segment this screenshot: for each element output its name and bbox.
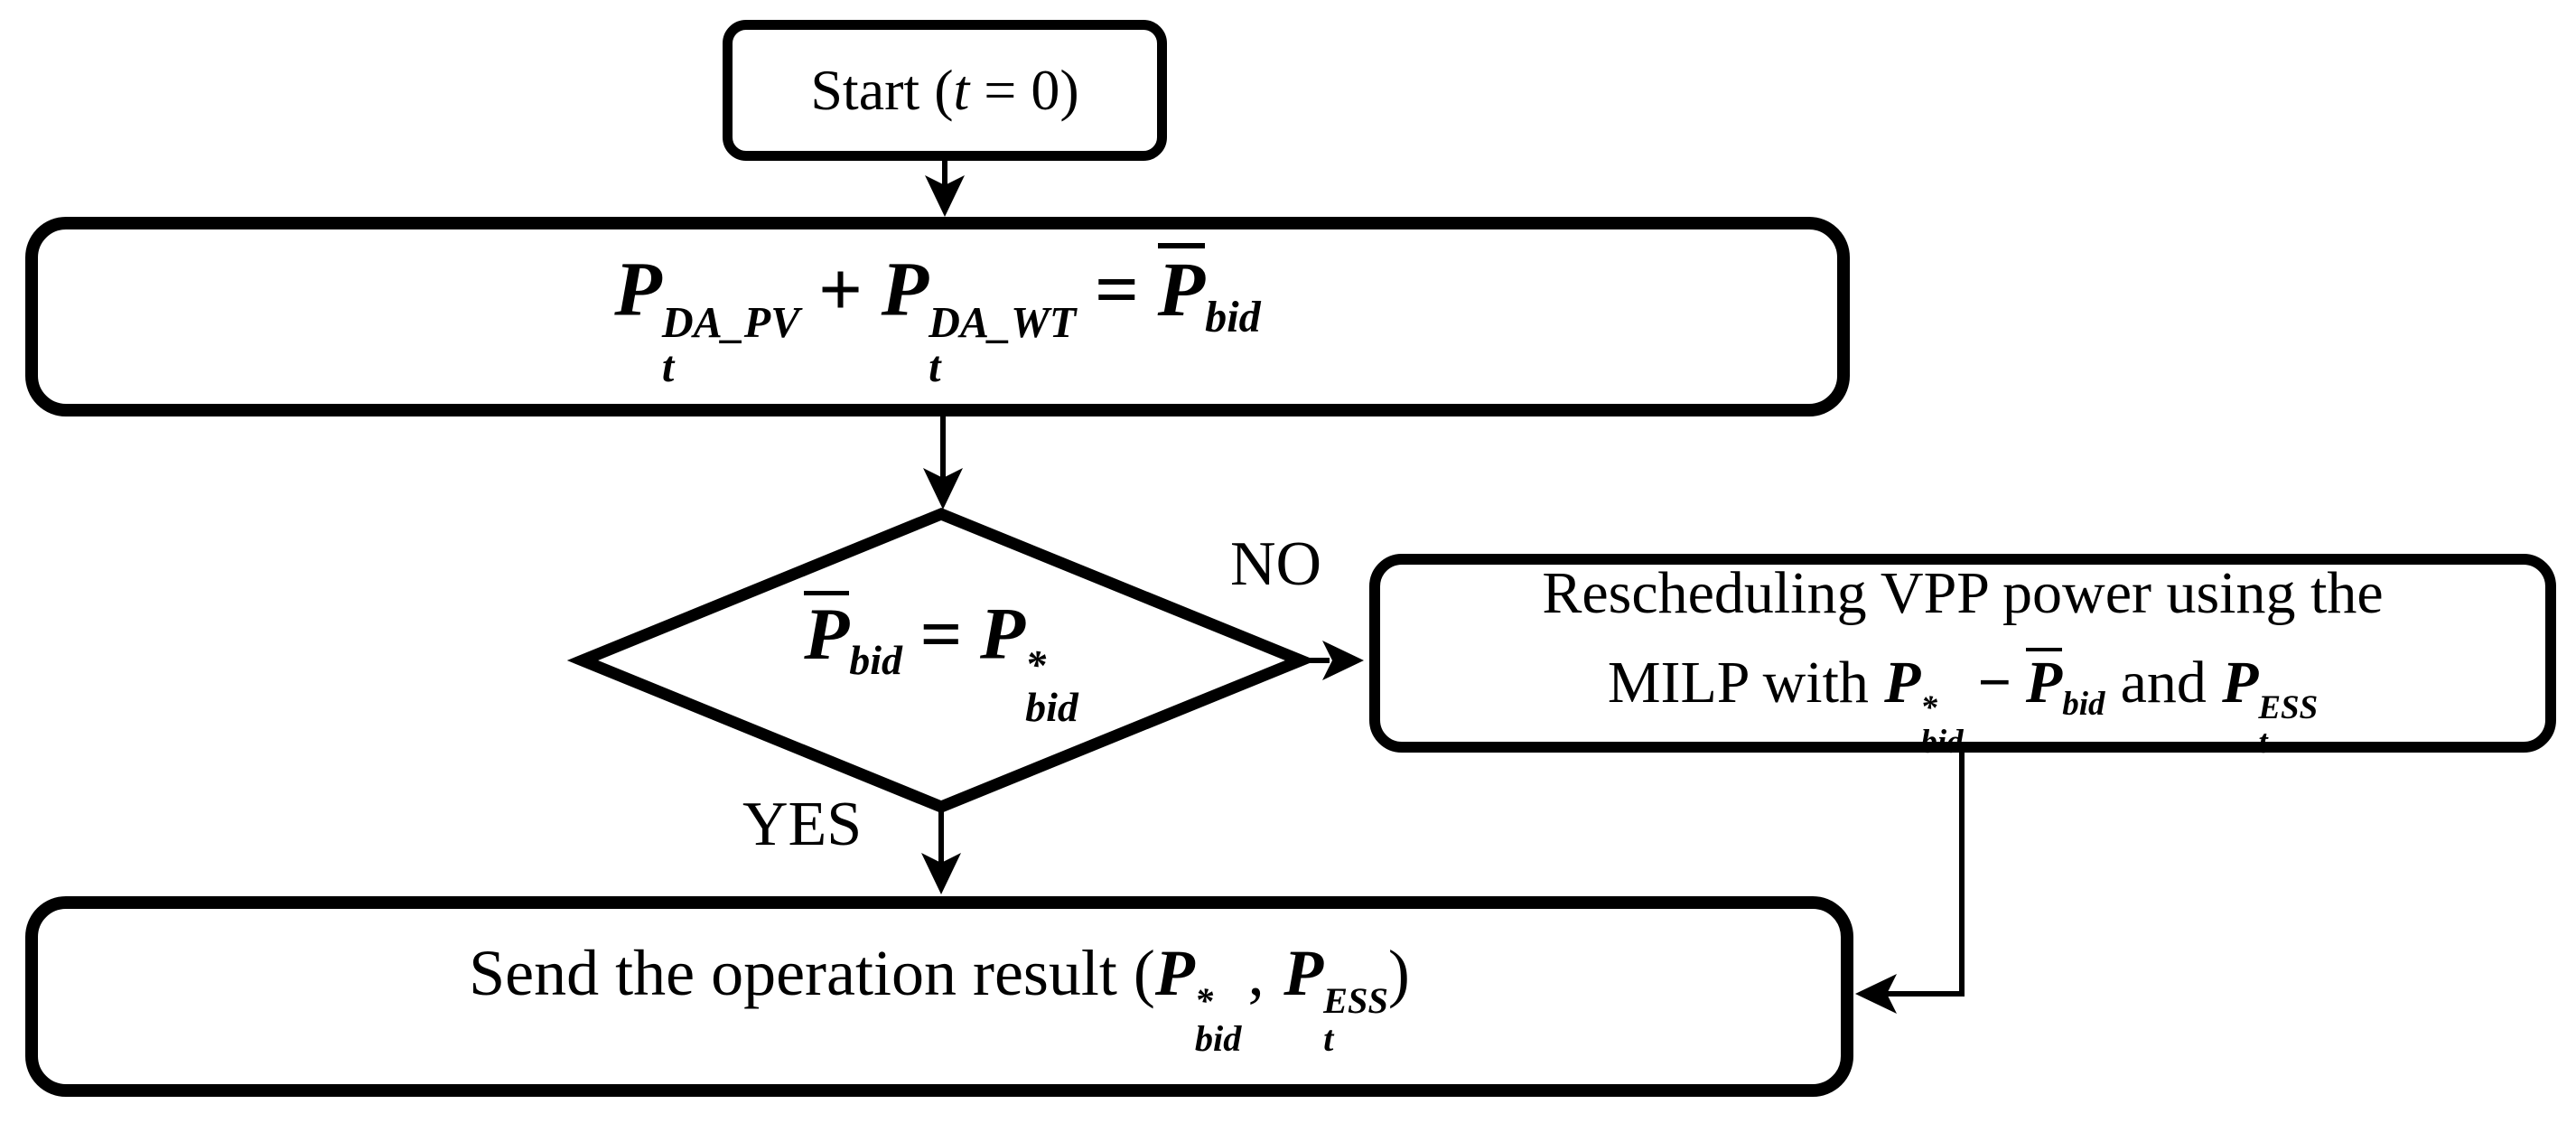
reschedule-line1: Rescheduling VPP power using the [1542, 548, 2383, 638]
math-sub: t [1323, 1017, 1334, 1059]
arrowhead-decision-yes [921, 853, 961, 894]
math-var-pbar: P [2025, 648, 2063, 716]
math-sup: * [1920, 688, 1937, 726]
equals-operator: = [919, 592, 963, 675]
math-sub: t [2258, 722, 2268, 760]
math-var-pbar: P [1157, 243, 1206, 328]
math-sub: bid [2062, 684, 2105, 722]
math-sup: ESS [1323, 980, 1388, 1022]
yes-branch-label: YES [742, 790, 863, 859]
math-scripts: *bid [1920, 690, 1963, 758]
math-var-p: P [614, 246, 662, 333]
math-scripts: *bid [1195, 982, 1242, 1056]
math-scripts: *bid [1025, 644, 1078, 729]
math-sub: bid [1025, 684, 1078, 731]
math-var-p: P [1154, 937, 1195, 1010]
math-sub: bid [1194, 1017, 1242, 1059]
math-sub: t [929, 343, 941, 392]
equals-operator: = [1094, 246, 1139, 333]
text-run: Send the operation result ( [469, 937, 1155, 1010]
arrowhead-decision-no [1322, 641, 1364, 680]
math-var-p: P [1884, 649, 1921, 716]
math-var-p: P [980, 592, 1026, 675]
math-sup: DA_PV [661, 299, 800, 348]
math-sup: * [1025, 641, 1047, 688]
text-run: = 0) [969, 58, 1079, 122]
math-sup: ESS [2258, 688, 2319, 726]
minus-operator: − [1977, 649, 2012, 716]
text-run: and [2120, 649, 2207, 716]
start-box: Start (t = 0) [723, 20, 1167, 161]
math-sub: bid [849, 636, 902, 683]
comma-separator: , [1247, 937, 1265, 1010]
math-var-p: P [1283, 937, 1324, 1010]
text-run: Rescheduling VPP power using the [1542, 559, 2384, 626]
arrowhead-bid-to-decision [923, 468, 963, 510]
math-sup: DA_WT [929, 299, 1077, 348]
text-run: Start ( [810, 58, 954, 122]
math-var-p: P [881, 246, 929, 333]
connector-reschedule-to-send [1866, 753, 1965, 997]
math-var-p: P [2222, 649, 2259, 716]
math-sub: t [661, 343, 675, 392]
text-run: MILP with [1607, 649, 1869, 716]
decision-formula: Pbid=P*bid [670, 567, 1212, 753]
decision-formula-text: Pbid=P*bid [804, 590, 1078, 729]
math-sup: * [1194, 980, 1214, 1022]
start-label: Start (t = 0) [810, 57, 1078, 124]
math-var-t: t [953, 58, 970, 122]
text-run: ) [1387, 937, 1410, 1010]
reschedule-text: Rescheduling VPP power using the MILP wi… [1542, 548, 2383, 759]
math-var-pbar: P [804, 590, 850, 675]
no-branch-label: NO [1230, 529, 1322, 599]
plus-operator: + [817, 246, 863, 333]
arrowhead-reschedule-to-send [1855, 974, 1897, 1014]
arrowhead-start-to-bid [925, 175, 965, 217]
math-sub: bid [1205, 294, 1261, 342]
decision-diamond [566, 507, 1317, 814]
math-sub: bid [1920, 722, 1964, 760]
reschedule-box: Rescheduling VPP power using the MILP wi… [1369, 554, 2556, 758]
